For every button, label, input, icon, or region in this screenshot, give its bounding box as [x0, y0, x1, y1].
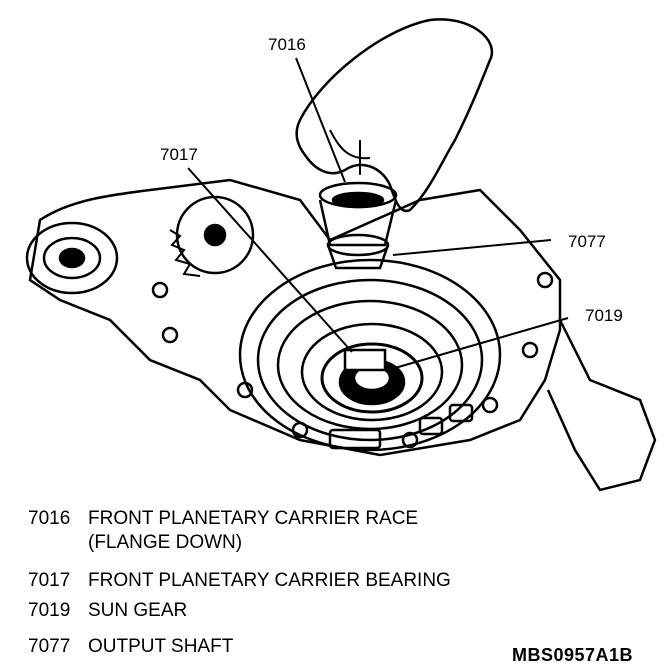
- legend-description: FRONT PLANETARY CARRIER BEARING: [88, 570, 451, 591]
- callout-7016: 7016: [268, 35, 306, 54]
- transmission-case: [28, 178, 562, 457]
- legend-description: OUTPUT SHAFT: [88, 636, 234, 657]
- planetary-race-stack: [318, 181, 398, 270]
- case-bore: [238, 258, 502, 452]
- legend-number: 7019: [28, 600, 71, 621]
- output-shaft-housing: [546, 319, 657, 492]
- callout-7019: 7019: [585, 306, 623, 325]
- leader-lines: [187, 57, 569, 371]
- legend-description: SUN GEAR: [88, 600, 188, 621]
- pump-housing: [25, 221, 119, 295]
- callout-7017: 7017: [160, 145, 198, 164]
- flange-bolts: [151, 271, 554, 450]
- callout-7077: 7077: [568, 232, 606, 251]
- legend-description: FRONT PLANETARY CARRIER RACE: [88, 508, 419, 529]
- legend-number: 7017: [28, 570, 71, 591]
- hand: [295, 18, 494, 213]
- legend-description-note: (FLANGE DOWN): [88, 532, 243, 553]
- figure-id: MBS0957A1B: [512, 645, 634, 665]
- legend-number: 7077: [28, 636, 71, 657]
- pinion-gear: [169, 195, 255, 277]
- transmission-illustration: 7016 7017 7077 7019: [25, 18, 657, 492]
- legend-number: 7016: [28, 508, 71, 529]
